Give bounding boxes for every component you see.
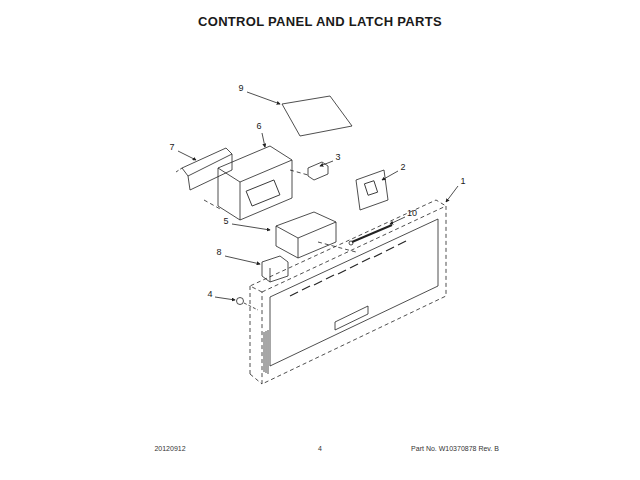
callout-number: 7 (169, 143, 174, 153)
latch-cover (262, 256, 288, 282)
footer-date: 20120912 (154, 445, 185, 453)
callout-number: 8 (216, 248, 221, 258)
callout-number: 2 (400, 163, 405, 173)
callout-number: 9 (238, 84, 243, 94)
page-number: 4 (318, 445, 322, 453)
bracket (356, 170, 388, 210)
rod (349, 225, 392, 245)
assembly-line (290, 170, 308, 175)
latch (276, 212, 356, 258)
callout-number: 5 (223, 217, 228, 227)
switch-bar (176, 148, 232, 190)
callout-number: 6 (256, 122, 261, 132)
callout-number: 1 (460, 177, 465, 187)
button (237, 298, 259, 311)
diagram-title: CONTROL PANEL AND LATCH PARTS (198, 15, 442, 29)
clip (308, 162, 328, 180)
callout-number: 3 (335, 153, 340, 163)
callout-number: 4 (207, 290, 212, 300)
assembly-line (204, 200, 222, 210)
callout-number: 10 (407, 209, 417, 219)
leader-lines (178, 92, 458, 300)
control-housing (218, 146, 292, 220)
shield-plate (282, 96, 352, 136)
part-number: Part No. W10370878 Rev. B (411, 445, 499, 453)
console-panel (250, 200, 446, 384)
